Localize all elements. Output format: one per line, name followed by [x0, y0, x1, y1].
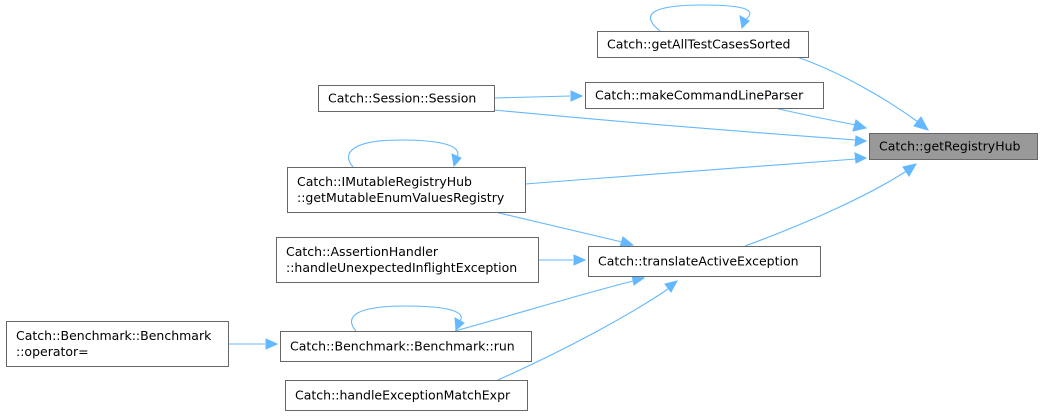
- node-box: [276, 237, 539, 283]
- arrowhead-icon: [570, 90, 584, 102]
- edge-line: [493, 109, 857, 141]
- edge-line: [649, 4, 751, 32]
- node-label: Catch::Benchmark::Benchmark: [16, 328, 212, 343]
- arrowhead-icon: [454, 317, 465, 332]
- node-label: ::operator=: [16, 344, 89, 359]
- arrowhead-icon: [739, 15, 750, 30]
- arrowhead-icon: [913, 116, 930, 131]
- edge-line: [348, 139, 459, 168]
- arrowhead-icon: [854, 152, 868, 164]
- node-label: Catch::IMutableRegistryHub: [297, 174, 472, 189]
- edge-operator-to-run: [228, 338, 279, 350]
- node-box: [869, 133, 1038, 160]
- node-label: Catch::makeCommandLineParser: [595, 88, 804, 103]
- node-box: [318, 85, 495, 112]
- node-sorted[interactable]: Catch::getAllTestCasesSorted: [597, 31, 809, 58]
- arrowhead-icon: [664, 280, 678, 293]
- edge-assertion-to-translate: [538, 254, 587, 266]
- edge-line: [744, 169, 909, 247]
- node-label: Catch::getAllTestCasesSorted: [607, 37, 791, 52]
- edge-translate-to-registry: [744, 163, 918, 247]
- arrowhead-icon: [573, 254, 587, 266]
- node-translate[interactable]: Catch::translateActiveException: [588, 246, 821, 277]
- call-graph-edges: [228, 4, 930, 381]
- edge-line: [493, 95, 571, 99]
- node-box: [280, 331, 532, 362]
- edge-sorted-to-registry: [796, 56, 930, 131]
- node-label: ::getMutableEnumValuesRegistry: [297, 190, 505, 205]
- node-registry[interactable]: Catch::getRegistryHub: [869, 133, 1038, 160]
- edge-line: [454, 280, 634, 332]
- node-label: Catch::Benchmark::Benchmark::run: [290, 339, 515, 354]
- node-box: [585, 82, 824, 109]
- node-parser[interactable]: Catch::makeCommandLineParser: [585, 82, 824, 109]
- arrowhead-icon: [265, 338, 279, 350]
- node-session[interactable]: Catch::Session::Session: [318, 85, 495, 112]
- node-label: Catch::AssertionHandler: [286, 244, 439, 259]
- arrowhead-icon: [451, 153, 462, 168]
- call-graph-nodes: Catch::getRegistryHub Catch::getAllTestCa…: [6, 31, 1038, 411]
- arrowhead-icon: [854, 135, 868, 147]
- node-mutable[interactable]: Catch::IMutableRegistryHub::getMutableEn…: [287, 167, 526, 213]
- node-box: [588, 246, 821, 277]
- edge-line: [497, 288, 669, 381]
- node-box: [287, 167, 526, 213]
- edge-sorted-to-sorted: [649, 4, 751, 32]
- node-label: Catch::translateActiveException: [598, 254, 799, 269]
- node-label: Catch::Session::Session: [328, 91, 476, 106]
- node-operator[interactable]: Catch::Benchmark::Benchmark::operator=: [6, 321, 229, 367]
- edge-matchexpr-to-translate: [497, 280, 678, 381]
- node-box: [6, 321, 229, 367]
- arrowhead-icon: [852, 119, 868, 132]
- edge-line: [524, 158, 857, 185]
- node-assertion[interactable]: Catch::AssertionHandler::handleUnexpecte…: [276, 237, 539, 283]
- edge-run-to-run: [351, 305, 465, 332]
- edge-mutable-to-translate: [494, 211, 635, 248]
- edge-line: [774, 107, 857, 126]
- node-box: [597, 31, 809, 58]
- arrowhead-icon: [902, 163, 918, 177]
- node-label: ::handleUnexpectedInflightException: [286, 260, 517, 275]
- edge-line: [351, 305, 462, 332]
- node-label: Catch::handleExceptionMatchExpr: [295, 388, 511, 403]
- edge-line: [796, 56, 919, 123]
- edge-session-to-parser: [493, 90, 584, 102]
- node-label: Catch::getRegistryHub: [879, 139, 1021, 154]
- edge-parser-to-registry: [774, 107, 868, 132]
- edge-mutable-to-mutable: [348, 139, 462, 168]
- edge-session-to-registry: [493, 109, 868, 147]
- arrowhead-icon: [619, 236, 635, 248]
- node-box: [285, 380, 528, 411]
- edge-line: [494, 211, 623, 243]
- node-matchexpr[interactable]: Catch::handleExceptionMatchExpr: [285, 380, 528, 411]
- edge-mutable-to-registry: [524, 152, 868, 185]
- node-run[interactable]: Catch::Benchmark::Benchmark::run: [280, 331, 532, 362]
- edge-run-to-translate: [454, 274, 646, 332]
